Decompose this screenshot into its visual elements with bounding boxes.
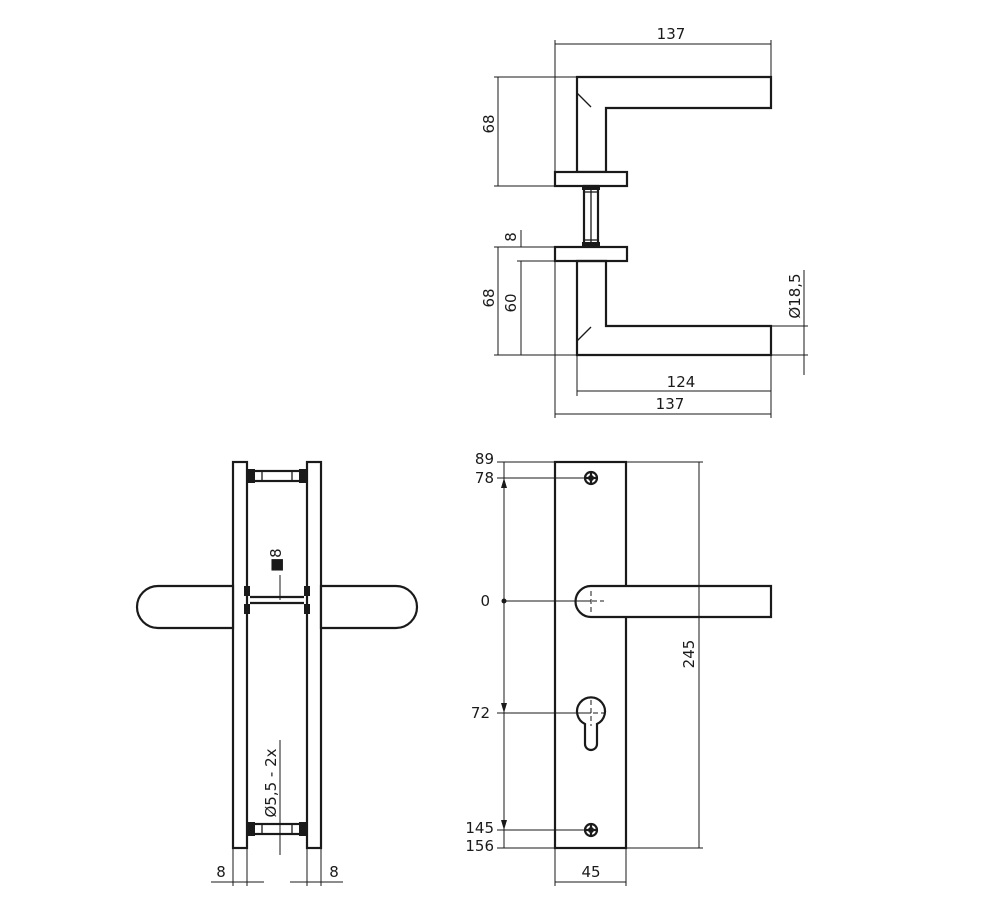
dim-spindle: ■8 <box>267 548 285 600</box>
dim-plate-width: 45 <box>554 848 627 886</box>
lower-lever <box>575 259 773 357</box>
dim-right-plate: 8 <box>290 848 343 886</box>
dim-screw-label: Ø5,5 - 2x <box>262 748 280 817</box>
dim-78-label: 78 <box>475 469 494 487</box>
dim-bottom-length: 137 <box>554 261 771 418</box>
dim-bottom-length-label: 137 <box>656 395 685 413</box>
top-screw <box>247 469 307 483</box>
dim-145-label: 145 <box>465 819 494 837</box>
side-view: ■8 Ø5,5 - 2x 8 8 <box>135 460 419 886</box>
left-plate <box>231 460 249 850</box>
dim-spindle-label: ■8 <box>267 548 285 572</box>
dim-bottom-height: 68 <box>480 246 577 356</box>
lower-rose <box>553 245 629 263</box>
upper-lever <box>575 75 773 174</box>
dim-grip-diameter-label: Ø18,5 <box>786 273 804 318</box>
dim-top-length-label: 137 <box>657 25 686 43</box>
dim-grip-diameter: Ø18,5 <box>771 270 808 375</box>
dim-right-plate-label: 8 <box>329 863 339 881</box>
dim-top-height: 68 <box>480 76 577 187</box>
dim-top-length: 137 <box>554 25 772 172</box>
dim-0-label: 0 <box>480 592 490 610</box>
dim-left-plate-label: 8 <box>216 863 226 881</box>
front-view: 89 78 0 72 145 156 245 45 <box>465 450 773 886</box>
dim-89-label: 89 <box>475 450 494 468</box>
dim-top-height-label: 68 <box>480 114 498 133</box>
dim-72-label: 72 <box>471 704 490 722</box>
dim-rose-thickness: 8 <box>502 230 555 262</box>
right-lever <box>319 584 419 630</box>
dim-plate-height-label: 245 <box>680 640 698 669</box>
dim-bottom-inner: 60 <box>502 261 522 355</box>
bottom-screw <box>247 822 307 836</box>
spindle <box>582 184 600 248</box>
dim-bottom-inner-length: 124 <box>576 355 772 418</box>
upper-rose <box>553 170 629 188</box>
right-plate <box>305 460 323 850</box>
dim-156-label: 156 <box>465 837 494 855</box>
dim-screw: Ø5,5 - 2x <box>262 740 281 855</box>
front-lever <box>574 584 773 619</box>
dim-plate-height: 245 <box>626 461 703 849</box>
left-lever <box>135 584 235 630</box>
dim-plate-width-label: 45 <box>581 863 600 881</box>
cylinder-cutout <box>575 696 607 752</box>
dim-bottom-inner-length-label: 124 <box>667 373 696 391</box>
backplate <box>553 460 628 850</box>
top-view: 137 68 8 68 60 <box>480 25 808 418</box>
dim-rose-thickness-label: 8 <box>502 232 520 242</box>
dim-bottom-inner-label: 60 <box>502 293 520 312</box>
dim-left-plate: 8 <box>211 848 264 886</box>
dim-bottom-height-label: 68 <box>480 288 498 307</box>
side-spindle <box>244 586 310 614</box>
